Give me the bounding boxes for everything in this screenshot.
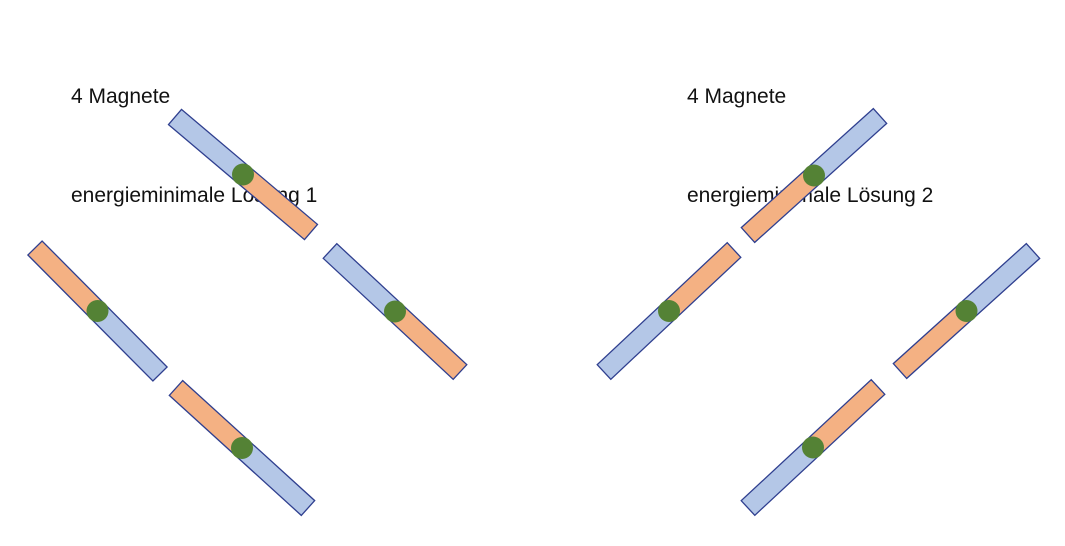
magnet	[740, 107, 888, 244]
magnet	[168, 379, 316, 517]
magnet-south-pole	[806, 379, 885, 455]
pivot-dot	[231, 437, 253, 459]
magnet	[596, 241, 742, 381]
magnet	[740, 378, 886, 517]
magnet-outline	[167, 108, 319, 241]
magnet-south-pole	[893, 303, 974, 379]
pivot-dot	[802, 436, 824, 459]
panel-2-title-line-1: 4 Magnete	[687, 85, 787, 108]
panel-1-title-line-1: 4 Magnete	[71, 85, 171, 108]
magnet-outline	[740, 378, 886, 517]
pivot-dot	[803, 164, 825, 187]
magnet-north-pole	[323, 243, 402, 319]
magnet-south-pole	[662, 242, 741, 319]
pivot-dot	[232, 163, 254, 186]
magnet-outline	[596, 241, 742, 381]
magnet	[167, 108, 319, 241]
magnet-north-pole	[235, 440, 315, 516]
magnet-outline	[740, 107, 888, 244]
magnet-north-pole	[959, 243, 1040, 319]
magnet-south-pole	[236, 166, 318, 240]
magnet-outline	[892, 242, 1041, 380]
magnet	[892, 242, 1041, 380]
panel-2-magnets	[596, 107, 1041, 517]
magnet	[26, 240, 169, 382]
magnet-outline	[26, 240, 169, 382]
magnet-north-pole	[90, 304, 168, 381]
panel-1-magnets	[26, 108, 468, 517]
magnet-south-pole	[27, 241, 105, 318]
magnet	[322, 242, 468, 381]
magnet-north-pole	[741, 440, 820, 516]
magnet-north-pole	[807, 108, 887, 183]
magnet-outline	[322, 242, 468, 381]
magnet-north-pole	[597, 303, 676, 380]
magnet-south-pole	[388, 304, 467, 380]
pivot-dot	[955, 300, 978, 322]
pivot-dot	[86, 300, 109, 322]
magnet-north-pole	[168, 109, 250, 183]
pivot-dot	[384, 300, 406, 323]
pivot-dot	[658, 300, 680, 322]
magnet-south-pole	[741, 168, 821, 243]
magnet-outline	[168, 379, 316, 517]
magnet-south-pole	[169, 380, 249, 456]
